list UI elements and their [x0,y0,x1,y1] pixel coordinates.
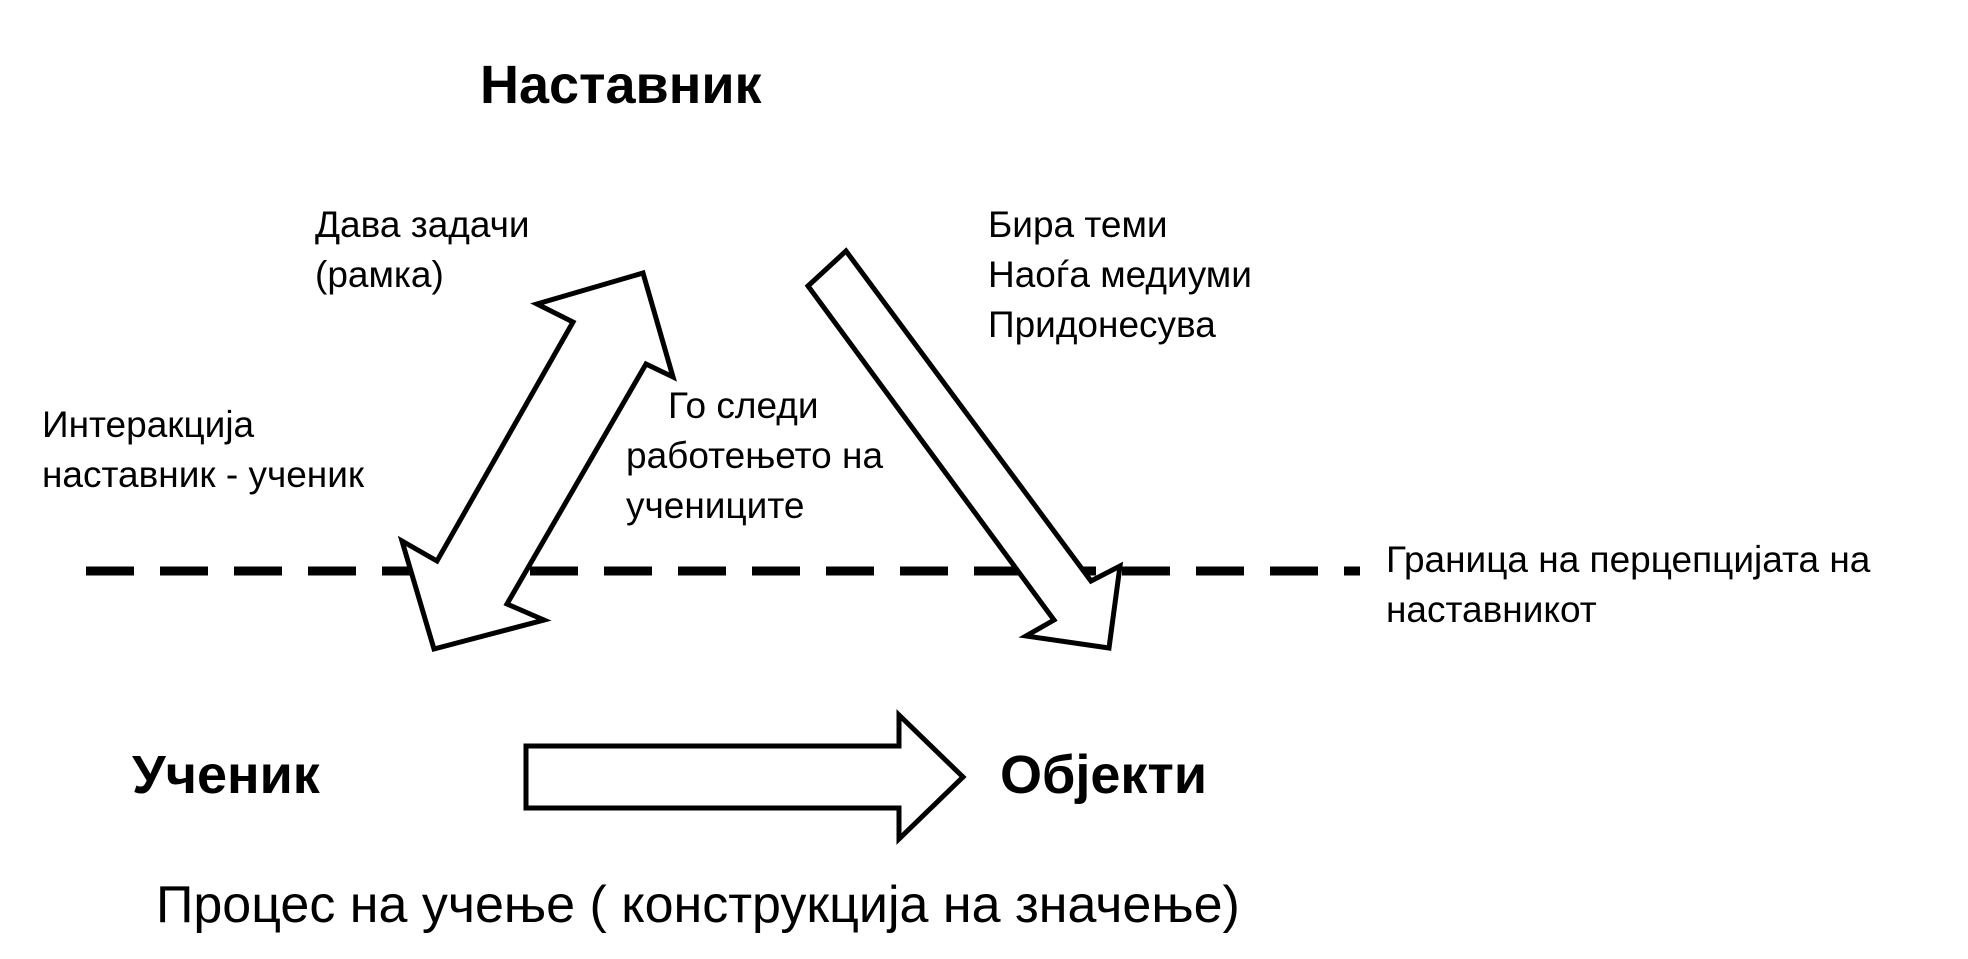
label-teacher-actions-line-2: Наоѓа медиуми [988,254,1252,295]
diagram-caption: Процес на учење ( конструкција на значењ… [156,876,1240,934]
label-follows-work: Го следи работењето на учениците [626,381,936,546]
label-perception-boundary-line-2: наставникот [1386,589,1597,630]
label-interaction-line-2: наставник - ученик [42,454,365,495]
label-gives-tasks: Дава задачи (рамка) [315,200,530,300]
label-teacher-actions: Бира теми Наоѓа медиуми Придонесува [988,200,1252,350]
teacher-objects-arrow [804,247,1124,651]
label-gives-tasks-line-1: Дава задачи [315,204,530,245]
label-follows-work-line-2: работењето на [626,435,884,476]
node-objects: Објекти [1000,745,1208,805]
node-student: Ученик [132,745,320,805]
label-follows-work-line-3: учениците [626,485,805,526]
label-interaction-line-1: Интеракција [42,404,255,445]
label-perception-boundary: Граница на перцепцијата на наставникот [1386,535,1870,635]
teacher-student-double-arrow [397,269,677,653]
label-teacher-actions-line-1: Бира теми [988,204,1168,245]
label-gives-tasks-line-2: (рамка) [315,254,444,295]
label-perception-boundary-line-1: Граница на перцепцијата на [1386,539,1871,580]
node-teacher: Наставник [480,55,762,115]
label-follows-work-line-1: Го следи [668,385,819,426]
label-teacher-actions-line-3: Придонесува [988,304,1216,345]
student-objects-arrow [523,709,967,845]
label-interaction: Интеракција наставник - ученик [42,400,364,500]
